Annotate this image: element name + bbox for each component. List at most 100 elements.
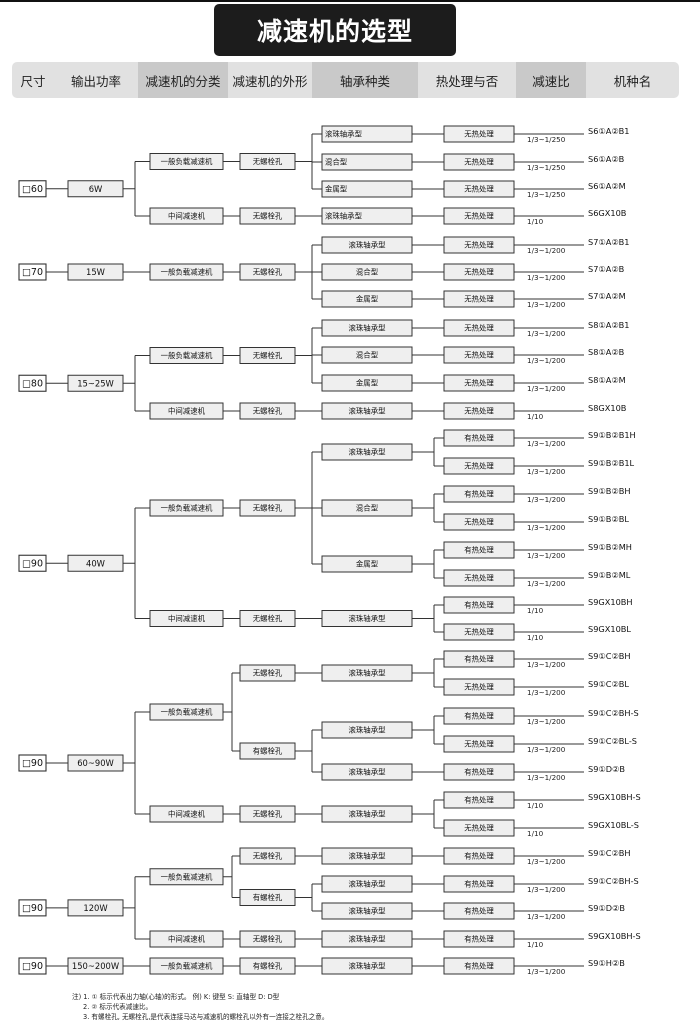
- heat-treatment-label: 有热处理: [464, 768, 494, 777]
- bearing-label: 金属型: [356, 379, 379, 388]
- reduction-ratio: 1/3~1/200: [527, 495, 566, 504]
- shape-box: [239, 664, 296, 682]
- bearing-label: 滚珠轴承型: [349, 614, 387, 623]
- heat-treatment-box: [443, 207, 515, 225]
- reduction-ratio: 1/10: [527, 217, 544, 226]
- heat-treatment-box: [443, 875, 515, 893]
- bearing-label: 滚珠轴承型: [325, 130, 363, 139]
- bearing-box: [321, 125, 413, 143]
- size-box: [18, 554, 47, 572]
- reduction-ratio: 1/3~1/200: [527, 579, 566, 588]
- reduction-ratio: 1/3~1/200: [527, 912, 566, 921]
- category-label: 一般负载减速机: [161, 157, 213, 166]
- heat-treatment-box: [443, 957, 515, 975]
- reduction-ratio: 1/10: [527, 940, 544, 949]
- reduction-ratio: 1/3~1/200: [527, 885, 566, 894]
- bearing-label: 滚珠轴承型: [349, 241, 387, 250]
- category-box: [149, 263, 224, 281]
- category-label: 中间减速机: [168, 212, 206, 221]
- size-label: □60: [22, 184, 43, 195]
- size-box: [18, 374, 47, 392]
- model-name: S9①D②B: [588, 764, 625, 774]
- size-box: [18, 957, 47, 975]
- bearing-label: 滚珠轴承型: [349, 962, 387, 971]
- category-box: [149, 153, 224, 170]
- model-name: S9①B②MH: [588, 542, 632, 552]
- header-reduction-ratio: 减速比: [516, 62, 586, 98]
- heat-treatment-box: [443, 763, 515, 781]
- power-label: 15~25W: [77, 378, 114, 388]
- model-name: S8①A②M: [588, 375, 626, 385]
- model-name: S9①B②BL: [588, 514, 629, 524]
- category-box: [149, 868, 224, 886]
- bearing-label: 滚珠轴承型: [349, 852, 387, 861]
- reduction-ratio: 1/3~1/250: [527, 190, 566, 199]
- category-label: 中间减速机: [168, 614, 206, 623]
- shape-box: [239, 610, 296, 627]
- bearing-box: [321, 805, 413, 823]
- heat-treatment-label: 无热处理: [464, 212, 494, 221]
- heat-treatment-box: [443, 457, 515, 475]
- shape-label: 有螺栓孔: [253, 747, 283, 756]
- reduction-ratio: 1/3~1/250: [527, 135, 566, 144]
- shape-label: 无螺栓孔: [253, 504, 283, 513]
- heat-treatment-box: [443, 791, 515, 809]
- bearing-label: 混合型: [356, 351, 379, 360]
- reduction-ratio: 1/3~1/200: [527, 273, 566, 282]
- shape-label: 有螺栓孔: [253, 893, 283, 902]
- reduction-ratio: 1/3~1/200: [527, 551, 566, 560]
- model-name: S9GX10BH-S: [588, 792, 641, 802]
- size-box: [18, 754, 47, 772]
- bearing-label: 滚珠轴承型: [349, 324, 387, 333]
- model-name: S9①C②BH-S: [588, 708, 639, 718]
- header-size: 尺寸: [20, 73, 46, 89]
- size-label: □90: [22, 558, 43, 569]
- heat-treatment-box: [443, 541, 515, 559]
- heat-treatment-box: [443, 513, 515, 531]
- model-name: S6①A②B1: [588, 126, 630, 136]
- size-label: □70: [22, 267, 43, 278]
- heat-treatment-label: 无热处理: [464, 574, 494, 583]
- size-label: □90: [22, 961, 43, 972]
- heat-treatment-box: [443, 707, 515, 725]
- category-box: [149, 207, 224, 225]
- reduction-ratio: 1/3~1/200: [527, 745, 566, 754]
- reduction-ratio: 1/3~1/200: [527, 467, 566, 476]
- heat-treatment-label: 无热处理: [464, 185, 494, 194]
- heat-treatment-box: [443, 180, 515, 198]
- bearing-box: [321, 180, 413, 198]
- power-box: [67, 957, 124, 975]
- category-label: 中间减速机: [168, 407, 206, 416]
- heat-treatment-box: [443, 847, 515, 865]
- bearing-box: [321, 402, 413, 420]
- model-name: S8GX10B: [588, 403, 627, 413]
- bearing-label: 滚珠轴承型: [349, 880, 387, 889]
- shape-label: 无螺栓孔: [253, 852, 283, 861]
- header-output-power: 输出功率: [70, 73, 121, 89]
- bearing-box: [321, 499, 413, 517]
- reduction-ratio: 1/10: [527, 801, 544, 810]
- heat-treatment-label: 有热处理: [464, 712, 494, 721]
- model-name: S7①A②M: [588, 291, 626, 301]
- heat-treatment-box: [443, 374, 515, 392]
- model-name: S9①B②B1H: [588, 430, 636, 440]
- reduction-ratio: 1/3~1/200: [527, 246, 566, 255]
- reduction-ratio: 1/3~1/200: [527, 384, 566, 393]
- bearing-label: 滚珠轴承型: [349, 726, 387, 735]
- power-label: 120W: [83, 903, 107, 913]
- bearing-label: 滚珠轴承型: [349, 669, 387, 678]
- category-box: [149, 402, 224, 420]
- heat-treatment-label: 有热处理: [464, 852, 494, 861]
- footnotes: 注) 1. ① 标示代表出力轴(心轴)的形式。 例) K: 键型 S: 直轴型 …: [72, 992, 672, 1023]
- reduction-ratio: 1/3~1/200: [527, 857, 566, 866]
- bearing-label: 金属型: [356, 295, 379, 304]
- bearing-box: [321, 153, 413, 171]
- heat-treatment-label: 无热处理: [464, 351, 494, 360]
- shape-box: [239, 207, 296, 225]
- bearing-box: [321, 664, 413, 682]
- category-box: [149, 347, 224, 364]
- reduction-ratio: 1/3~1/200: [527, 523, 566, 532]
- heat-treatment-label: 无热处理: [464, 740, 494, 749]
- bearing-label: 滚珠轴承型: [349, 407, 387, 416]
- heat-treatment-label: 有热处理: [464, 655, 494, 664]
